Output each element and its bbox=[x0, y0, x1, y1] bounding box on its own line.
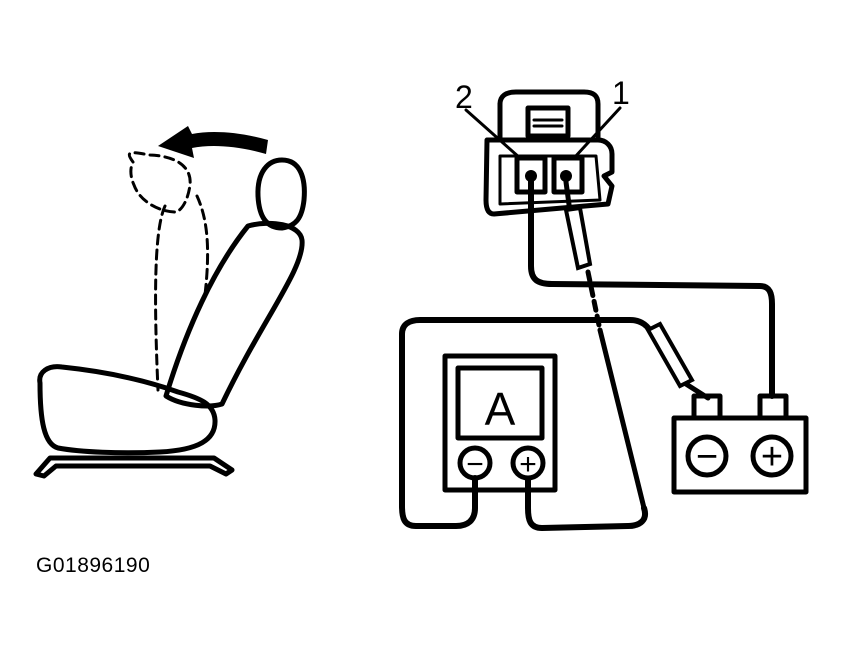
battery-minus-label: − bbox=[696, 436, 718, 478]
ammeter-minus-label: − bbox=[466, 448, 484, 481]
connector-icon bbox=[483, 89, 615, 217]
figure-id: G01896190 bbox=[36, 554, 151, 577]
terminal-1-label: 1 bbox=[612, 75, 630, 111]
seat-icon bbox=[33, 151, 307, 479]
recline-arrow-icon bbox=[158, 126, 268, 158]
battery-plus-label: + bbox=[761, 436, 783, 478]
battery-icon bbox=[671, 393, 809, 495]
ammeter-plus-label: + bbox=[519, 448, 537, 481]
ammeter-letter: A bbox=[485, 383, 516, 435]
ammeter-icon bbox=[442, 353, 558, 493]
probe-battery-negative bbox=[645, 321, 711, 401]
terminal-2-label: 2 bbox=[455, 79, 473, 115]
probe-terminal-1 bbox=[563, 179, 647, 511]
